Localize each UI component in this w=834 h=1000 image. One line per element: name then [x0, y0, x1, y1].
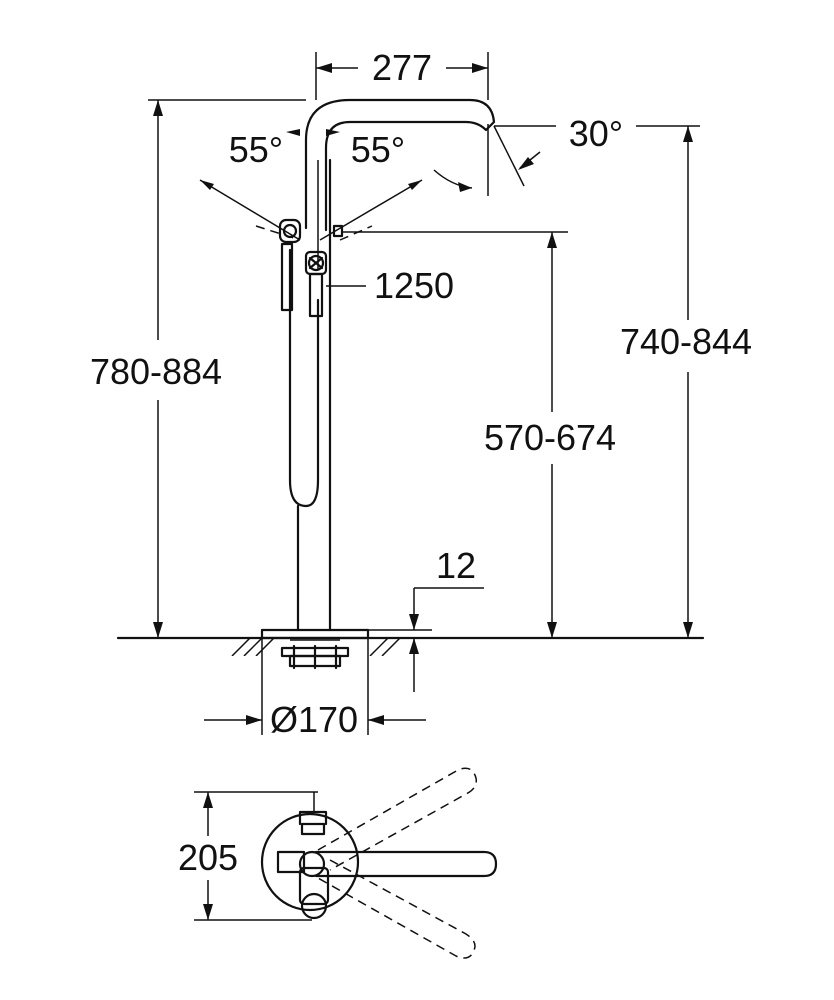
handle-rotation-line-left	[199, 179, 301, 241]
hose	[288, 248, 320, 508]
handle-position-upper-dashed	[317, 767, 478, 871]
label-spout-angle: 30°	[569, 113, 623, 154]
handle-arc-right	[339, 225, 373, 241]
handle-position-lower-dashed	[317, 859, 476, 959]
elevation-view: 277 30° 55° 55° 1250 780-884 740-844 570…	[90, 47, 752, 740]
label-spout-reach: 277	[372, 47, 432, 88]
plan-view: 205	[178, 767, 498, 959]
label-total-height: 780-884	[90, 351, 222, 392]
label-holder-height: 570-674	[484, 417, 616, 458]
label-handle-angle-left: 55°	[229, 129, 283, 170]
floor-hatching	[231, 638, 400, 656]
label-hose-length: 1250	[374, 265, 454, 306]
handle-rotation-line-right	[319, 179, 423, 241]
handle-arc-left	[255, 225, 301, 241]
label-handle-angle-right: 55°	[351, 129, 405, 170]
label-spout-height: 740-844	[620, 321, 752, 362]
plan-base-disc	[260, 812, 360, 912]
label-base-diameter: Ø170	[270, 699, 358, 740]
floor-plate	[260, 628, 370, 640]
label-plan-depth: 205	[178, 837, 238, 878]
mounting-body	[280, 639, 350, 670]
spout	[304, 98, 496, 232]
plan-handle	[314, 850, 498, 878]
spout-angle-line	[493, 125, 525, 187]
plan-outlet	[276, 850, 306, 874]
label-floor-plate-thickness: 12	[436, 545, 476, 586]
plan-hand-shower	[300, 892, 328, 920]
plan-spout-stub	[298, 810, 328, 826]
